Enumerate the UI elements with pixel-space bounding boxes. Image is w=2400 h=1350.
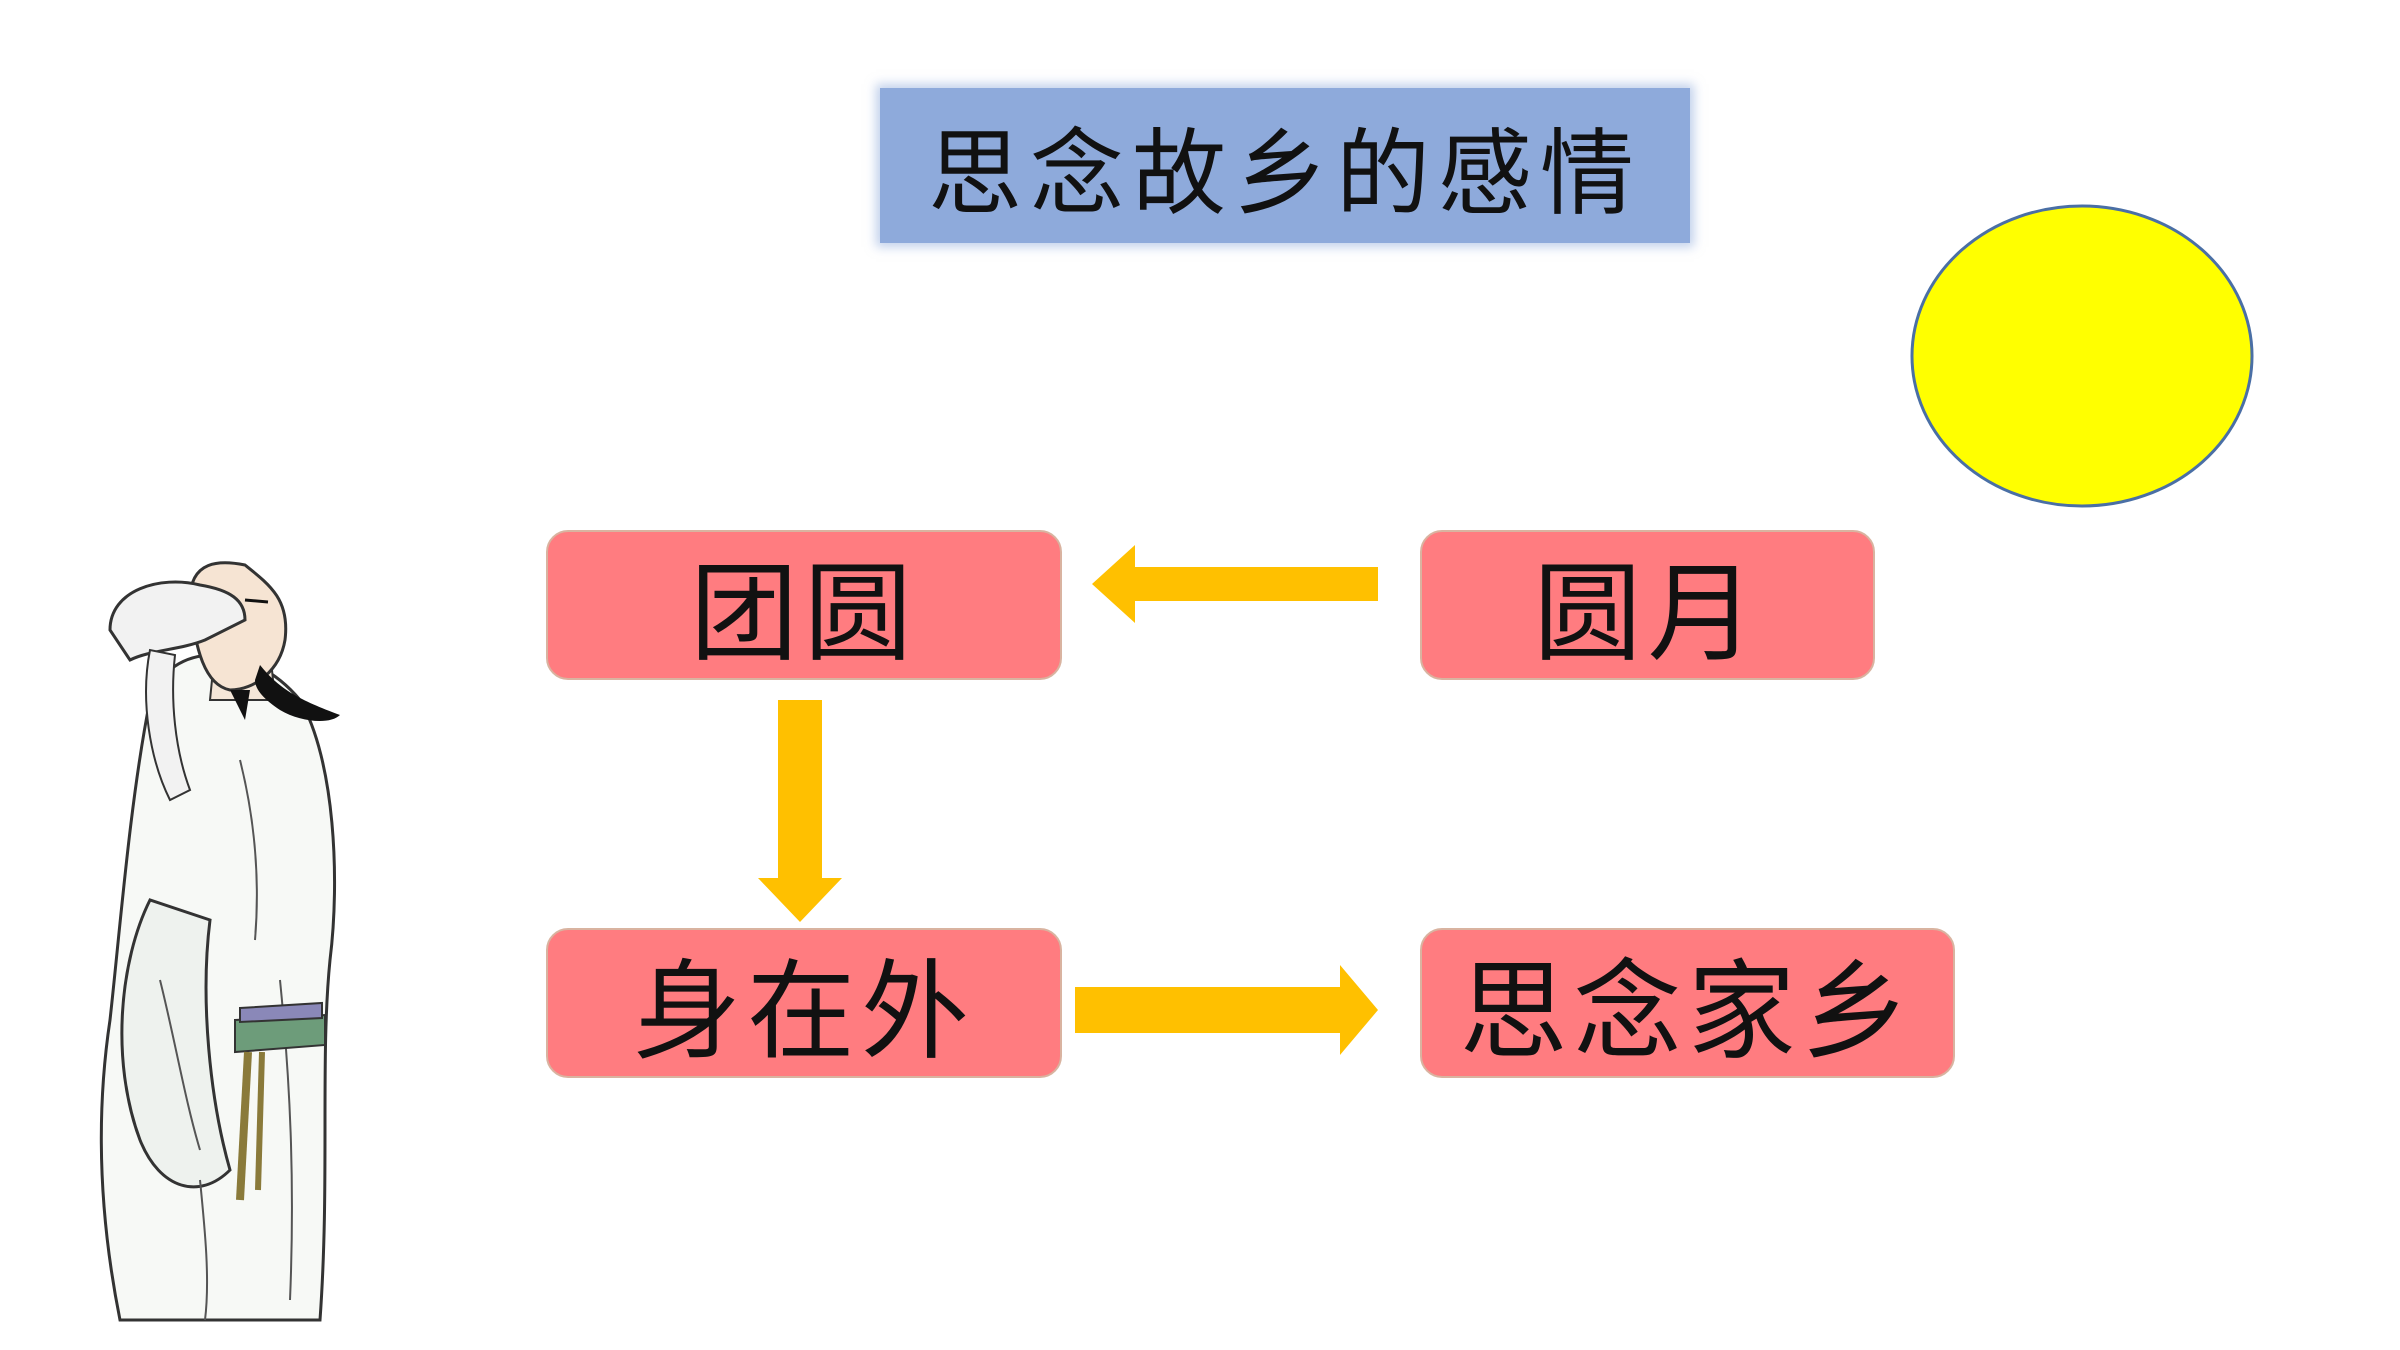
moon-circle bbox=[1910, 204, 2254, 508]
arrow-right bbox=[1075, 965, 1378, 1055]
node-yuanyue: 圆月 bbox=[1420, 530, 1875, 680]
arrow-left bbox=[1092, 545, 1378, 623]
arrow-down bbox=[758, 700, 842, 922]
poet-figure-illustration bbox=[99, 561, 340, 1322]
node-sinian-jiaxiang: 思念家乡 bbox=[1420, 928, 1955, 1078]
node-tuanyuan: 团圆 bbox=[546, 530, 1062, 680]
page-title: 思念故乡的感情 bbox=[880, 88, 1690, 243]
node-shenzaiwai: 身在外 bbox=[546, 928, 1062, 1078]
